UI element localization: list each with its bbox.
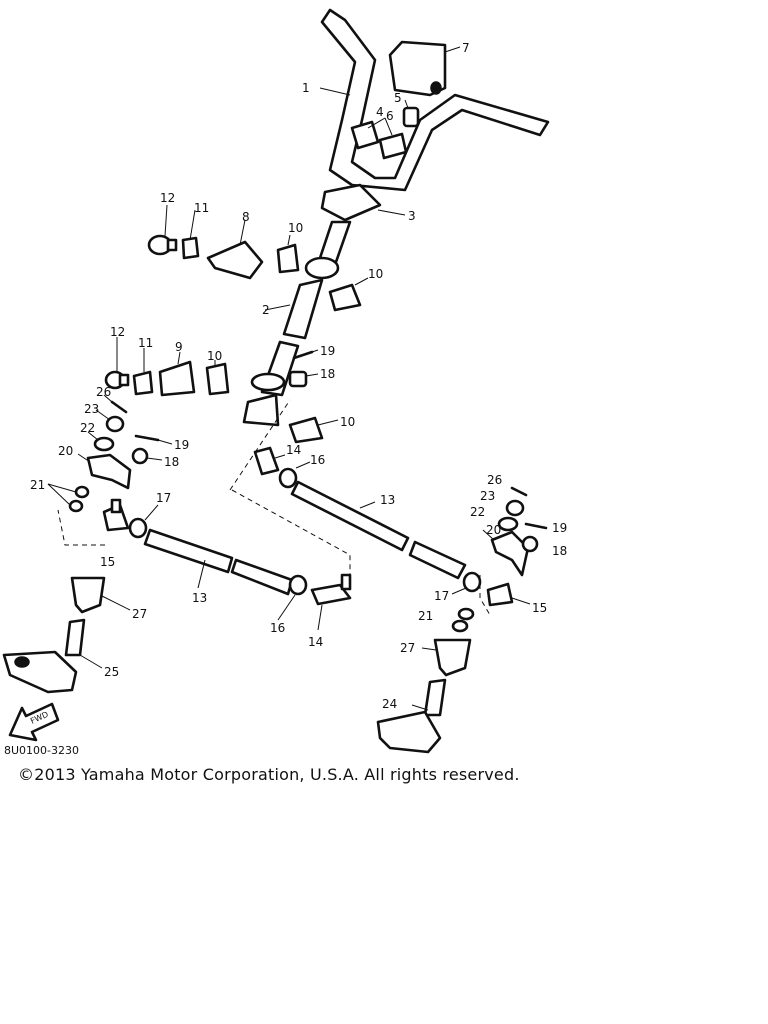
- boot-right: [421, 638, 472, 677]
- part-number-18: 18: [320, 367, 335, 381]
- part-number-11: 11: [138, 336, 153, 350]
- column-bracket: [206, 219, 264, 280]
- part-number-15: 15: [100, 555, 115, 569]
- forward-arrow-icon: FWD: [8, 702, 60, 742]
- tie-rod-end-right: [486, 582, 531, 607]
- part-number-21: 21: [30, 478, 45, 492]
- part-number-12: 12: [160, 191, 175, 205]
- clamp-bolt: [402, 99, 420, 128]
- copyright-notice: ©2013 Yamaha Motor Corporation, U.S.A. A…: [18, 765, 520, 784]
- part-number-15: 15: [532, 601, 547, 615]
- part-number-14: 14: [286, 443, 301, 457]
- nut-upper: [181, 209, 200, 260]
- part-number-12: 12: [110, 325, 125, 339]
- locknut-center: [278, 461, 311, 489]
- castle-nut-center: [288, 370, 319, 388]
- part-number-4: 4: [376, 105, 384, 119]
- drawing-code: 8U0100-3230: [4, 744, 80, 757]
- part-number-23: 23: [84, 402, 99, 416]
- boot-left: [70, 576, 131, 614]
- bolt-lower: [104, 337, 130, 390]
- part-number-3: 3: [408, 209, 416, 223]
- part-number-10: 10: [288, 221, 303, 235]
- part-number-5: 5: [394, 91, 402, 105]
- bolt-upper: [147, 204, 178, 256]
- spring-pin-left: [134, 434, 173, 445]
- part-number-16: 16: [310, 453, 325, 467]
- bushing-right: [328, 277, 369, 312]
- part-number-6: 6: [386, 109, 394, 123]
- part-number-21: 21: [418, 609, 433, 623]
- part-number-23: 23: [480, 489, 495, 503]
- handlebar-clamps: [350, 117, 408, 160]
- part-number-14: 14: [308, 635, 323, 649]
- part-number-20: 20: [486, 523, 501, 537]
- steering-column: [242, 220, 352, 427]
- part-number-17: 17: [156, 491, 171, 505]
- nut-lower: [132, 348, 154, 396]
- castle-nut-left: [95, 409, 125, 433]
- part-number-19: 19: [320, 344, 335, 358]
- part-number-2: 2: [262, 303, 270, 317]
- part-number-13: 13: [192, 591, 207, 605]
- bolts-21-left: [47, 483, 90, 513]
- part-number-18: 18: [164, 455, 179, 469]
- tie-rod-end-left: [102, 498, 130, 532]
- part-number-22: 22: [470, 505, 485, 519]
- part-number-25: 25: [104, 665, 119, 679]
- assembly-lines: [57, 399, 491, 616]
- tie-rod-left: [143, 528, 294, 596]
- locknut-left-outer: [277, 574, 308, 621]
- tie-rod-end-center: [253, 446, 286, 476]
- castle-nut-right: [505, 499, 525, 517]
- part-number-19: 19: [552, 521, 567, 535]
- tie-rod-end-lower: [310, 573, 352, 631]
- locknut-left-inner: [128, 504, 159, 539]
- part-number-20: 20: [58, 444, 73, 458]
- part-number-16: 16: [270, 621, 285, 635]
- grip-switch: [388, 40, 461, 97]
- part-number-10: 10: [340, 415, 355, 429]
- part-number-18: 18: [552, 544, 567, 558]
- cotter-pin-right: [510, 486, 528, 497]
- castle-nut-left-2: [131, 447, 163, 465]
- part-number-19: 19: [174, 438, 189, 452]
- part-number-9: 9: [175, 340, 183, 354]
- bolts-21-right: [451, 607, 475, 633]
- knuckle-arm-left: [77, 453, 132, 490]
- part-number-10: 10: [207, 349, 222, 363]
- bushing-left: [205, 360, 230, 396]
- tie-rod-right: [290, 480, 467, 580]
- knuckle-left: [2, 618, 103, 694]
- bushing-lower: [288, 416, 339, 444]
- knuckle-right: [376, 678, 447, 754]
- part-number-11: 11: [194, 201, 209, 215]
- washer-right: [497, 516, 519, 532]
- handlebar: [319, 8, 550, 192]
- castle-nut-right-2: [521, 535, 539, 553]
- part-number-24: 24: [382, 697, 397, 711]
- part-number-26: 26: [96, 385, 111, 399]
- column-bracket-lower: [158, 351, 196, 397]
- part-number-7: 7: [462, 41, 470, 55]
- washer-left: [87, 431, 115, 452]
- part-number-1: 1: [302, 81, 310, 95]
- part-number-22: 22: [80, 421, 95, 435]
- steering-exploded-diagram: FWD 175463811121010212119101918262322192…: [2, 8, 567, 754]
- column-holder: [320, 183, 406, 222]
- cotter-pin-left: [103, 394, 128, 414]
- part-number-10: 10: [368, 267, 383, 281]
- part-number-27: 27: [400, 641, 415, 655]
- bushing-upper: [276, 234, 300, 274]
- part-number-8: 8: [242, 210, 250, 224]
- cotter-pin-center: [292, 349, 319, 360]
- spring-pin-right: [524, 522, 548, 530]
- part-number-17: 17: [434, 589, 449, 603]
- part-number-27: 27: [132, 607, 147, 621]
- part-number-13: 13: [380, 493, 395, 507]
- knuckle-arm-right: [482, 529, 530, 577]
- part-number-26: 26: [487, 473, 502, 487]
- locknut-right: [451, 571, 482, 595]
